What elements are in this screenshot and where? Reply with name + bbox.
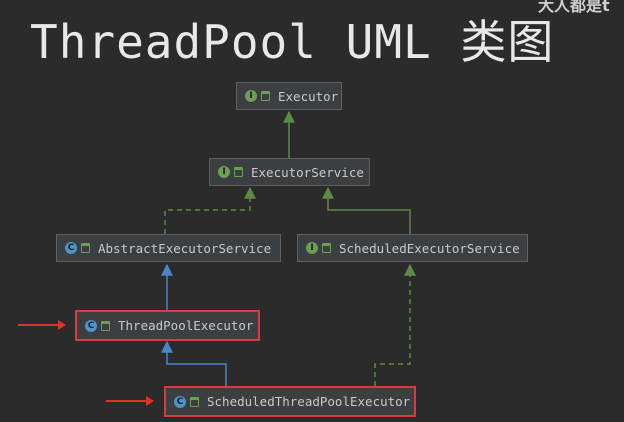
lock-icon [234,167,243,177]
lock-icon [261,91,270,101]
class-icon: C [174,395,186,408]
interface-icon: I [245,90,257,102]
edge-scheduledexecutorservice-executorservice [322,186,411,234]
node-abstract-executor-service[interactable]: C AbstractExecutorService [56,234,281,262]
node-scheduled-thread-pool-executor[interactable]: C ScheduledThreadPoolExecutor [164,386,416,417]
node-label: AbstractExecutorService [98,240,272,256]
node-thread-pool-executor[interactable]: C ThreadPoolExecutor [75,310,260,341]
lock-icon [322,243,331,253]
interface-icon: I [306,242,318,254]
abstract-class-icon: C [65,242,77,254]
node-executor[interactable]: I Executor [236,82,342,110]
interface-icon: I [218,166,230,178]
page-title: ThreadPool UML 类图 [30,15,555,69]
node-label: Executor [278,88,339,104]
red-pointer-arrow-icon [106,396,154,406]
class-icon: C [85,319,97,332]
node-label: ThreadPoolExecutor [118,318,254,333]
node-scheduled-executor-service[interactable]: I ScheduledExecutorService [297,234,528,262]
lock-icon [81,243,90,253]
node-label: ScheduledThreadPoolExecutor [207,394,411,409]
edge-scheduledthreadpoolexecutor-threadpoolexecutor [161,340,227,386]
lock-icon [101,320,110,331]
node-label: ExecutorService [251,164,364,180]
red-pointer-arrow-icon [18,320,66,330]
node-label: ScheduledExecutorService [339,240,520,256]
edge-abstractexecutorservice-executorservice [164,186,256,234]
lock-icon [190,396,199,407]
edge-scheduledthreadpoolexecutor-scheduledexecutorservice [374,263,416,386]
node-executor-service[interactable]: I ExecutorService [209,158,370,186]
corner-watermark-text: 大人都是t [538,0,610,15]
